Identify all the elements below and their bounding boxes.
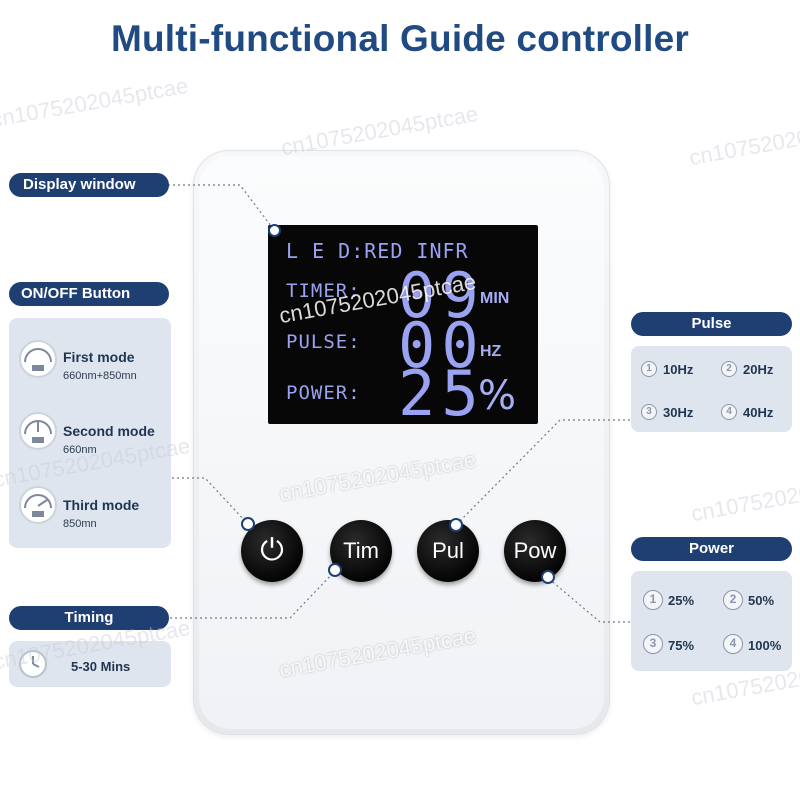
power-icon: ⏻ xyxy=(260,533,284,568)
lcd-led-line: L E D:RED INFR xyxy=(286,239,469,263)
timing-pointer-dot xyxy=(328,563,342,577)
option-number: 2 xyxy=(721,361,737,377)
gauge-icon xyxy=(19,340,57,378)
mode-sub: 850mn xyxy=(63,518,97,530)
lcd-power-unit: % xyxy=(478,373,517,419)
pulse-option: 30Hz xyxy=(663,405,694,420)
watermark: cn1075202045ptcae xyxy=(687,110,800,171)
mode-title: Second mode xyxy=(63,423,155,439)
on-off-pointer-dot xyxy=(241,517,255,531)
power-option: 75% xyxy=(668,638,695,653)
power-level-button[interactable]: Pow xyxy=(504,520,566,582)
power-button-label: Pow xyxy=(513,538,557,563)
option-number: 3 xyxy=(641,404,657,420)
modes-panel: First mode 660nm+850mn Second mode 660nm… xyxy=(9,318,171,548)
power-label: Power xyxy=(631,537,792,561)
clock-icon xyxy=(19,650,47,678)
mode-sub: 660nm+850mn xyxy=(63,370,137,382)
page-title: Multi-functional Guide controller xyxy=(110,18,690,59)
option-number: 4 xyxy=(721,404,737,420)
option-number: 1 xyxy=(643,590,663,610)
lcd-timer-value: 09 xyxy=(398,259,485,332)
mode-title: First mode xyxy=(63,349,135,365)
display-window-label: Display window xyxy=(9,173,169,197)
lcd-power-value: 25 xyxy=(398,357,485,430)
pulse-button-label: Pul xyxy=(432,538,464,563)
lcd-timer-unit: MIN xyxy=(480,290,510,307)
timing-panel: 5-30 Mins xyxy=(9,641,171,687)
timer-button-label: Tim xyxy=(343,538,379,563)
option-number: 2 xyxy=(723,590,743,610)
power-option: 50% xyxy=(748,593,775,608)
lcd-power-label: POWER: xyxy=(286,382,361,404)
pulse-pointer-dot xyxy=(449,518,463,532)
pulse-button[interactable]: Pul xyxy=(417,520,479,582)
pulse-option: 20Hz xyxy=(743,362,774,377)
power-panel: 1 25% 2 50% 3 75% 4 100% xyxy=(631,571,792,671)
watermark: cn1075202045ptcae xyxy=(689,466,800,527)
power-pointer-dot xyxy=(541,570,555,584)
lcd-pulse-label: PULSE: xyxy=(286,331,361,353)
display-pointer-dot xyxy=(268,224,281,237)
lcd-display: L E D:RED INFR TIMER: 09 MIN PULSE: 00 H… xyxy=(268,225,538,430)
lcd-timer-label: TIMER: xyxy=(286,280,361,302)
lcd-pulse-value: 00 xyxy=(398,309,485,382)
pulse-panel: 1 10Hz 2 20Hz 3 30Hz 4 40Hz xyxy=(631,346,792,432)
mode-title: Third mode xyxy=(63,497,140,513)
option-number: 1 xyxy=(641,361,657,377)
pulse-option: 10Hz xyxy=(663,362,694,377)
lcd-pulse-unit: HZ xyxy=(480,343,502,360)
on-off-label: ON/OFF Button xyxy=(9,282,169,306)
power-option: 25% xyxy=(668,593,695,608)
timing-value: 5-30 Mins xyxy=(71,659,131,674)
watermark: cn1075202045ptcae xyxy=(0,72,190,133)
mode-sub: 660nm xyxy=(63,444,97,456)
power-option: 100% xyxy=(748,638,782,653)
gauge-icon xyxy=(19,486,57,524)
pulse-label: Pulse xyxy=(631,312,792,336)
power-on-off-button[interactable]: ⏻ xyxy=(241,520,303,582)
option-number: 3 xyxy=(643,634,663,654)
gauge-icon xyxy=(19,412,57,450)
pulse-option: 40Hz xyxy=(743,405,774,420)
option-number: 4 xyxy=(723,634,743,654)
timing-label: Timing xyxy=(9,606,169,630)
